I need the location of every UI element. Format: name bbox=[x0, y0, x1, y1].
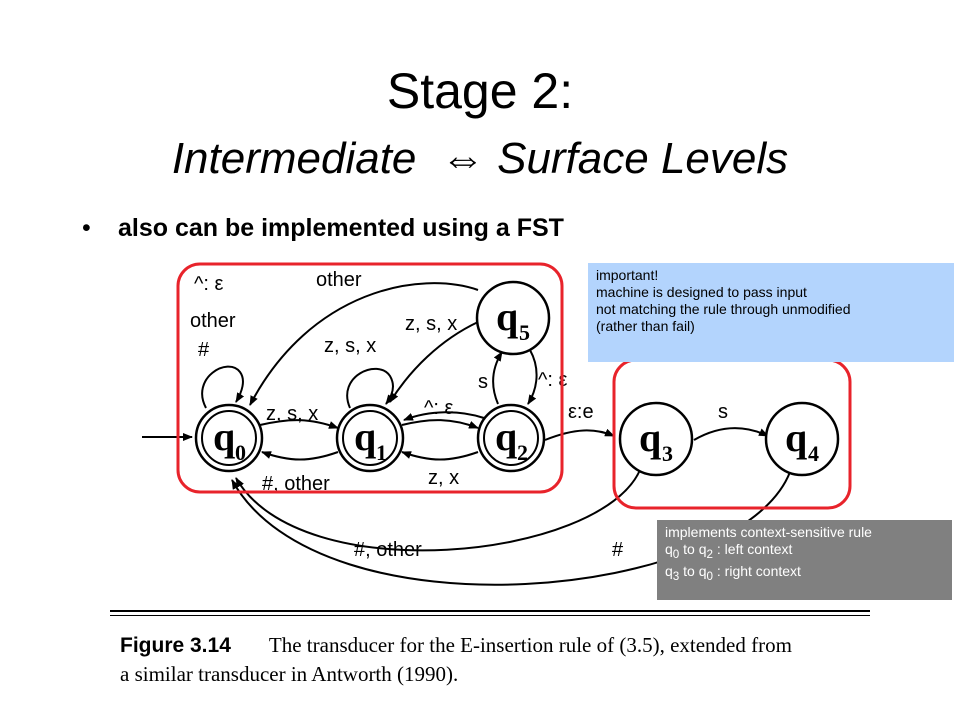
label-q4-q0: # bbox=[612, 539, 624, 561]
left-context-highlight bbox=[176, 262, 564, 494]
state-q2-sub: 2 bbox=[517, 440, 528, 465]
state-q4-label: q bbox=[785, 415, 807, 460]
label-q1-loop: z, s, x bbox=[324, 335, 376, 357]
bullet-item: • also can be implemented using a FST bbox=[82, 214, 564, 243]
edge-q2-q5 bbox=[492, 351, 503, 405]
edge-q3-q0 bbox=[235, 469, 641, 552]
edge-q5-q1 bbox=[389, 321, 479, 403]
important-note-line: not matching the rule through unmodified bbox=[596, 301, 851, 317]
double-arrow-icon: ⇔ bbox=[440, 134, 485, 183]
slide-title: Stage 2: bbox=[386, 63, 574, 119]
state-q0: q 0 bbox=[194, 403, 264, 473]
caption-rule-top bbox=[110, 610, 870, 612]
state-q1-label: q bbox=[354, 414, 376, 459]
bullet-icon: • bbox=[82, 214, 91, 242]
label-q2-q1-bottom: z, x bbox=[428, 467, 459, 489]
caption-rule-bottom bbox=[110, 615, 870, 616]
edge-q0-q1 bbox=[259, 419, 339, 429]
label-q3-q0: #, other bbox=[354, 539, 422, 561]
q1-loop-arrow bbox=[346, 367, 395, 409]
label-q1-q0: #, other bbox=[262, 473, 330, 495]
label-q3-q4: s bbox=[718, 401, 728, 423]
state-q0-sub: 0 bbox=[235, 440, 246, 465]
important-note-line: (rather than fail) bbox=[596, 318, 695, 334]
edge-q3-q4 bbox=[693, 427, 769, 441]
bullet-text: also can be implemented using a FST bbox=[118, 214, 564, 242]
state-q4: q 4 bbox=[764, 401, 840, 477]
label-q2-q5: s bbox=[478, 371, 488, 393]
context-note-line1: implements context-sensitive rule bbox=[665, 524, 872, 540]
context-note: implements context-sensitive rule q0 to … bbox=[657, 520, 952, 600]
state-q5-label: q bbox=[496, 294, 518, 339]
state-q2-label: q bbox=[495, 414, 517, 459]
edge-q5-q0 bbox=[249, 282, 479, 406]
state-q1-sub: 1 bbox=[376, 440, 387, 465]
edge-q5-q2 bbox=[527, 349, 538, 405]
label-q0-loop-1: ^: ε bbox=[194, 273, 223, 295]
state-q3: q 3 bbox=[618, 401, 694, 477]
state-q2: q 2 bbox=[476, 403, 546, 473]
subtitle-right: Surface Levels bbox=[497, 134, 789, 183]
state-q5: q 5 bbox=[475, 280, 551, 356]
caption-text-1: The transducer for the E-insertion rule … bbox=[268, 633, 792, 657]
important-note-heading: important! bbox=[596, 267, 659, 283]
label-q0-loop-2: other bbox=[190, 310, 236, 332]
label-q0-q1: z, s, x bbox=[266, 403, 318, 425]
important-note: important! machine is designed to pass i… bbox=[588, 263, 954, 362]
state-q5-sub: 5 bbox=[519, 320, 530, 345]
state-q1: q 1 bbox=[335, 403, 405, 473]
label-q2-q3: ε:e bbox=[568, 401, 594, 423]
figure-caption-line1: Figure 3.14 The transducer for the E-inse… bbox=[120, 633, 792, 658]
edge-q1-q2 bbox=[401, 419, 479, 429]
edge-q2-q1-top bbox=[403, 411, 485, 421]
context-note-line2: q0 to q2 : left context bbox=[665, 541, 793, 561]
context-note-line3: q3 to q0 : right context bbox=[665, 562, 801, 583]
state-q3-sub: 3 bbox=[662, 441, 673, 466]
q0-loop-arrow bbox=[201, 365, 245, 409]
important-note-line: machine is designed to pass input bbox=[596, 284, 807, 300]
edge-q1-q0 bbox=[261, 451, 339, 461]
figure-number: Figure 3.14 bbox=[120, 634, 231, 657]
label-q5-q2: ^: ε bbox=[538, 369, 567, 391]
subtitle-left: Intermediate bbox=[171, 134, 417, 183]
state-q3-label: q bbox=[639, 415, 661, 460]
label-top-other: other bbox=[316, 269, 362, 291]
state-q4-sub: 4 bbox=[808, 441, 819, 466]
figure-caption-line2: a similar transducer in Antworth (1990). bbox=[120, 662, 459, 686]
state-q0-label: q bbox=[213, 414, 235, 459]
label-q0-loop-3: # bbox=[198, 339, 210, 361]
edge-q2-q1 bbox=[401, 451, 479, 461]
label-q2-q1: ^: ε bbox=[424, 397, 453, 419]
slide-subtitle: Intermediate ⇔ Surface Levels bbox=[0, 132, 960, 186]
label-q5-q1: z, s, x bbox=[405, 313, 457, 335]
edge-q2-q3 bbox=[544, 428, 615, 441]
